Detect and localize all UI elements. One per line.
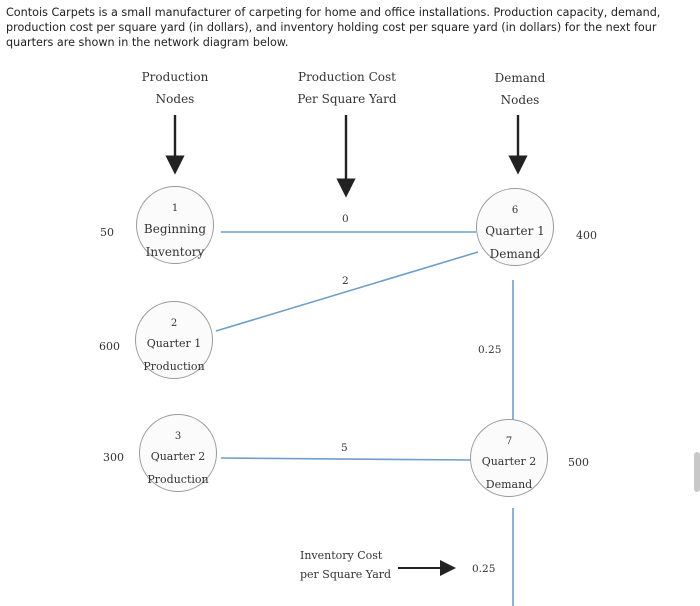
header-production-nodes: Production Nodes — [141, 70, 209, 106]
demand-quantity-6: 400 — [576, 229, 597, 242]
arc-3-to-7 — [220, 457, 471, 461]
node-1-beginning-inventory: 1 Beginning Inventory — [136, 186, 214, 264]
arc-cost-1-6: 0 — [342, 213, 349, 225]
header-demand-nodes: Demand Nodes — [494, 71, 546, 107]
node-6-quarter1-demand: 6 Quarter 1 Demand — [476, 188, 554, 266]
demand-quantity-7: 500 — [568, 456, 589, 469]
node-3-quarter2-production: 3 Quarter 2 Production — [139, 414, 217, 492]
legend-inventory-cost: Inventory Cost per Square Yard — [300, 549, 392, 581]
supply-capacity-1: 50 — [100, 226, 114, 239]
header-production-cost: Production Cost Per Square Yard — [297, 70, 397, 106]
inventory-cost-6-7: 0.25 — [478, 344, 502, 356]
arc-2-to-6 — [215, 251, 479, 332]
arc-cost-2-6: 2 — [342, 275, 349, 287]
node-2-quarter1-production: 2 Quarter 1 Production — [135, 301, 213, 379]
supply-capacity-3: 300 — [103, 451, 124, 464]
supply-capacity-2: 600 — [99, 340, 120, 353]
inventory-cost-7-onward: 0.25 — [472, 563, 496, 575]
scrollbar-thumb[interactable] — [694, 452, 700, 492]
problem-description: Contois Carpets is a small manufacturer … — [6, 6, 661, 49]
arc-cost-3-7: 5 — [341, 442, 348, 454]
node-7-quarter2-demand: 7 Quarter 2 Demand — [470, 419, 548, 497]
